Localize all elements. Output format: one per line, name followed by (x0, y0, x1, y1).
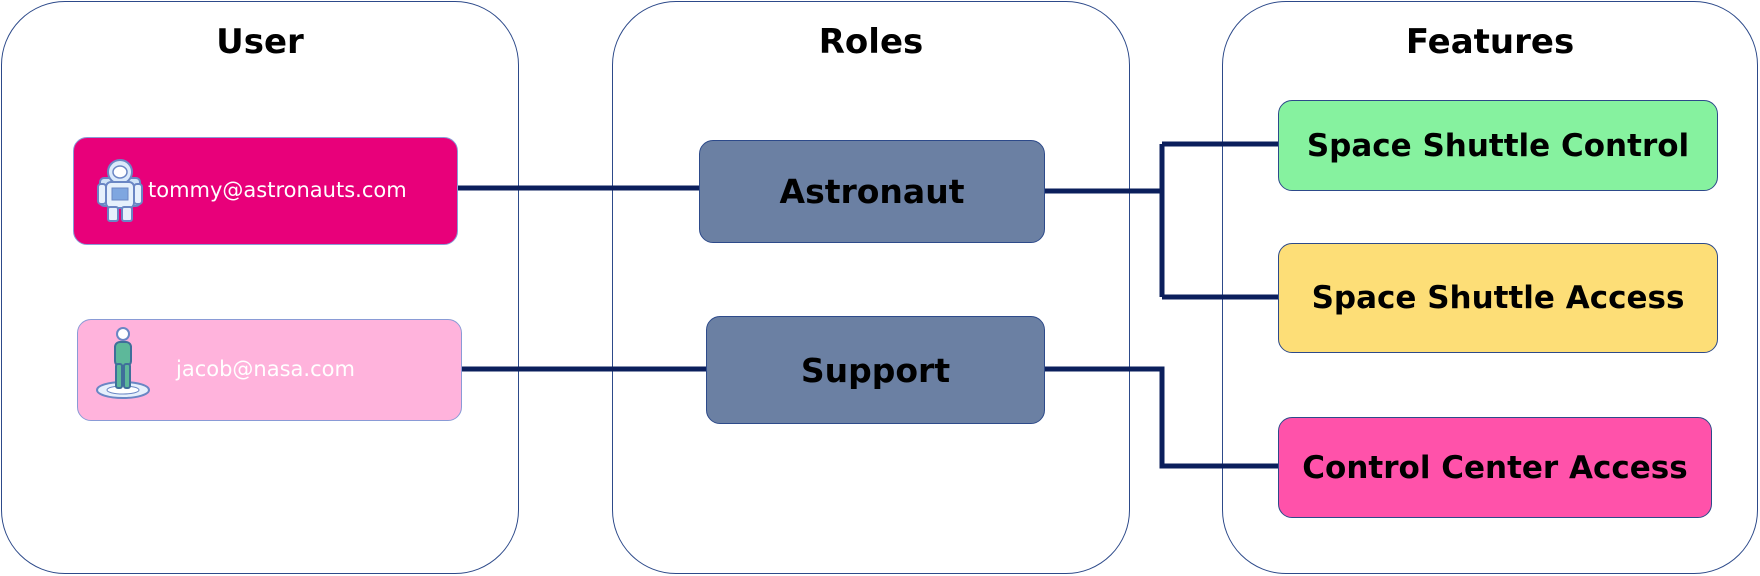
connector-support-control-center (1045, 366, 1278, 469)
role-astronaut[interactable]: Astronaut (699, 140, 1045, 243)
person-icon (94, 326, 152, 404)
user-lane: User (1, 1, 519, 574)
role-label-astronaut: Astronaut (779, 172, 965, 211)
user-lane-title: User (216, 22, 304, 62)
role-support[interactable]: Support (706, 316, 1045, 424)
role-label-support: Support (800, 350, 951, 390)
features-lane-title: Features (1405, 22, 1575, 62)
user-email-jacob: jacob@nasa.com (176, 357, 355, 381)
feature-label-control-center-access: Control Center Access (1302, 449, 1688, 486)
user-card-jacob[interactable]: jacob@nasa.com (77, 319, 462, 421)
roles-lane: Roles (612, 1, 1130, 574)
user-email-tommy: tommy@astronauts.com (148, 178, 407, 202)
feature-label-space-shuttle-control: Space Shuttle Control (1306, 127, 1690, 164)
feature-space-shuttle-access[interactable]: Space Shuttle Access (1278, 243, 1718, 353)
connector-astronaut-features (1045, 141, 1278, 300)
astronaut-icon (96, 158, 144, 228)
feature-control-center-access[interactable]: Control Center Access (1278, 417, 1712, 518)
feature-space-shuttle-control[interactable]: Space Shuttle Control (1278, 100, 1718, 191)
user-card-tommy[interactable]: tommy@astronauts.com (73, 137, 458, 245)
roles-lane-title: Roles (818, 22, 924, 62)
feature-label-space-shuttle-access: Space Shuttle Access (1311, 280, 1685, 316)
